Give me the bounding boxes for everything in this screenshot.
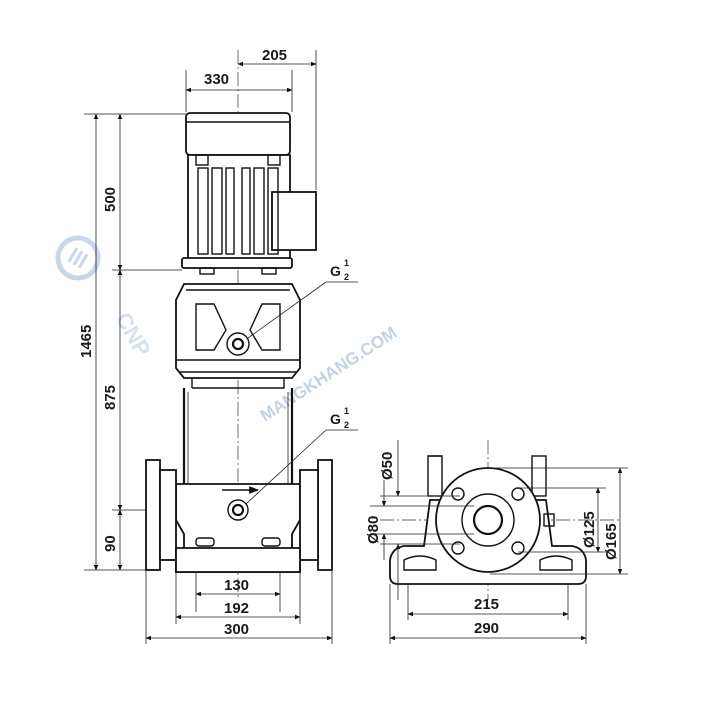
dim-500: 500 (102, 187, 119, 212)
base-dims-bottom: 215 290 (389, 584, 587, 644)
base-view: Ø50 Ø80 Ø125 Ø165 215 290 (365, 440, 628, 644)
bolt-hole (511, 541, 525, 555)
dim-205: 205 (262, 47, 287, 64)
flange (435, 467, 555, 573)
front-dims-top: 330 205 (185, 47, 317, 190)
pump-head (175, 283, 301, 389)
dim-130: 130 (224, 577, 249, 594)
dim-330: 330 (204, 71, 229, 88)
dim-d165: Ø165 (603, 523, 620, 560)
dim-1465: 1465 (78, 325, 95, 358)
port-callout-lower: G 1 2 (245, 406, 358, 505)
motor-fins (197, 167, 279, 255)
pump-base (145, 459, 333, 573)
port-sup-lower: 1 (344, 406, 349, 416)
drain-plug (543, 513, 555, 527)
cnp-logo-icon (55, 235, 101, 281)
front-dims-bottom: 130 192 300 (145, 570, 333, 644)
base-dims-left: Ø50 Ø80 (365, 440, 474, 600)
dim-d80: Ø80 (365, 516, 382, 544)
dim-300: 300 (224, 621, 249, 638)
terminal-box (271, 191, 317, 251)
dim-875: 875 (102, 385, 119, 410)
dim-192: 192 (224, 600, 249, 617)
dim-90: 90 (102, 535, 119, 552)
dim-d50: Ø50 (379, 452, 396, 480)
bolt-hole (451, 487, 465, 501)
bolt-hole (451, 541, 465, 555)
port-sub-upper: 2 (344, 272, 349, 282)
port-label-lower: G (330, 411, 341, 427)
dim-215: 215 (474, 596, 499, 613)
port-sub-lower: 2 (344, 420, 349, 430)
watermark-brand: CNP (111, 308, 156, 361)
port-callout-upper: G 1 2 (247, 258, 358, 339)
pump-column (182, 388, 294, 484)
base-dims-right: Ø125 Ø165 (490, 467, 628, 575)
dim-290: 290 (474, 620, 499, 637)
port-label-upper: G (330, 263, 341, 279)
motor (181, 112, 317, 275)
front-view: 330 205 1465 500 875 90 (78, 47, 358, 644)
front-dims-left: 1465 500 875 90 (78, 113, 186, 571)
port-sup-upper: 1 (344, 258, 349, 268)
dim-d125: Ø125 (581, 511, 598, 548)
